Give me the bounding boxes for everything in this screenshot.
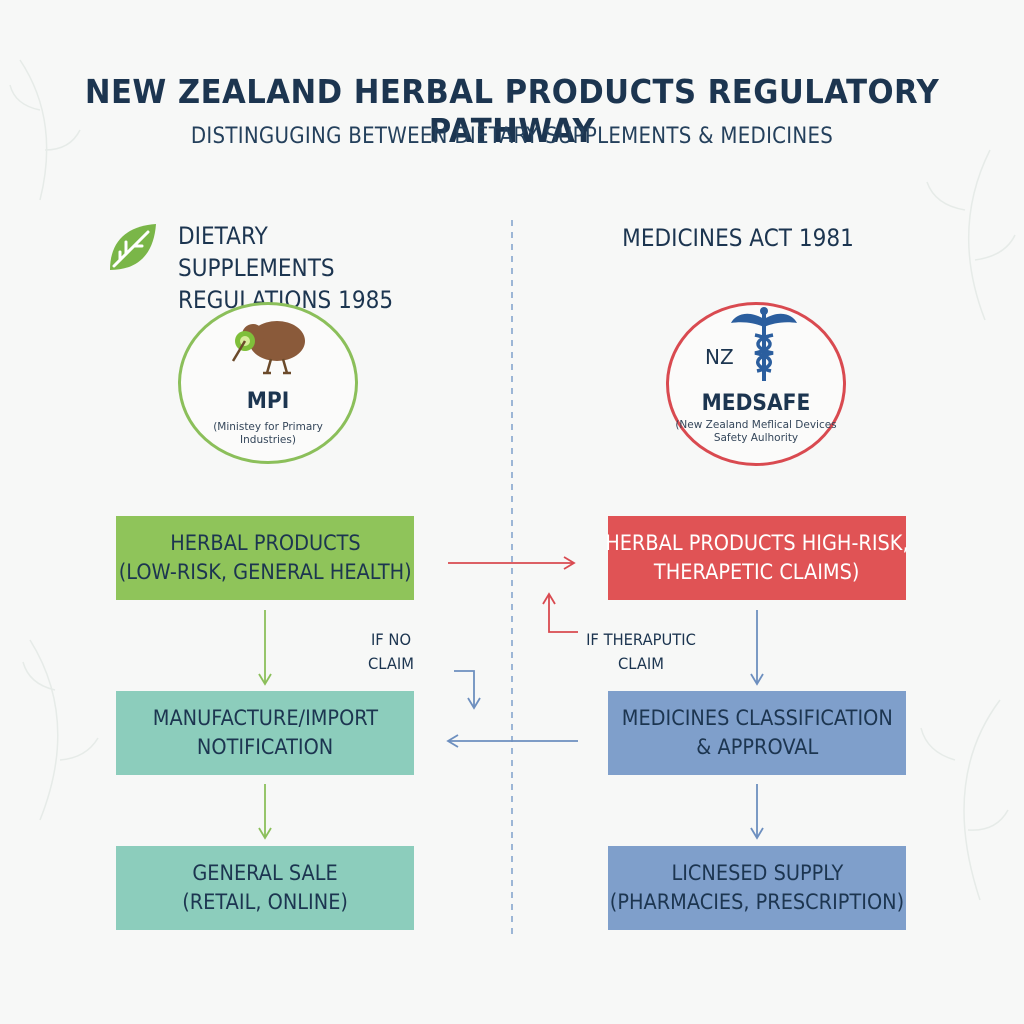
box-medicines-classification: MEDICINES CLASSIFICATION & APPROVAL	[608, 691, 906, 775]
arrow-to-high-risk	[448, 556, 576, 570]
box-herbal-low-risk-line2: (LOW-RISK, GENERAL HEALTH)	[118, 560, 412, 584]
page-subtitle: DISTINGUGING BETWEEN DIETARY SUPPLEMENTS…	[190, 124, 834, 149]
medsafe-full-line2: Safety Aulhority	[713, 432, 799, 444]
left-heading-line1: DIETARY SUPPLEMENTS	[178, 222, 335, 282]
right-column-heading: MEDICINES ACT 1981	[622, 224, 854, 252]
kiwi-bird-icon	[231, 321, 305, 375]
medsafe-badge: NZ MEDSAFE (New Zealand Meflical Devices…	[666, 302, 846, 466]
mpi-full-name: (Ministey for Primary Industries)	[181, 421, 355, 447]
leaf-icon	[110, 224, 156, 270]
box-general-sale-line1: GENERAL SALE	[192, 861, 338, 885]
box-licensed-supply-line2: (PHARMACIES, PRESCRIPTION)	[609, 890, 905, 914]
arrow-therapeutic-elbow	[542, 592, 578, 633]
arrow-left-1	[258, 610, 272, 686]
mpi-full-line2: Industries)	[240, 434, 296, 446]
box-herbal-low-risk: HERBAL PRODUCTS (LOW-RISK, GENERAL HEALT…	[116, 516, 414, 600]
medsafe-name: MEDSAFE	[701, 391, 811, 416]
page-title: NEW ZEALAND HERBAL PRODUCTS REGULATORY P…	[84, 72, 940, 150]
box-manufacture-line1: MANUFACTURE/IMPORT	[152, 706, 378, 730]
medsafe-nz-label: NZ	[705, 345, 734, 369]
box-medicines-classification-line2: & APPROVAL	[696, 735, 818, 759]
box-manufacture-notification: MANUFACTURE/IMPORT NOTIFICATION	[116, 691, 414, 775]
caduceus-icon	[731, 307, 797, 381]
box-manufacture-line2: NOTIFICATION	[196, 735, 334, 759]
box-licensed-supply-line1: LICNESED SUPPLY	[671, 861, 843, 885]
note-if-therapeutic-line2: CLAIM	[618, 654, 664, 673]
arrow-left-2	[258, 784, 272, 840]
box-herbal-low-risk-line1: HERBAL PRODUCTS	[169, 531, 361, 555]
note-if-no-claim: IF NO CLAIM	[350, 628, 433, 676]
box-general-sale: GENERAL SALE (RETAIL, ONLINE)	[116, 846, 414, 930]
note-if-therapeutic-claim: IF THERAPUTIC CLAIM	[581, 628, 701, 676]
mpi-full-line1: (Ministey for Primary	[213, 421, 323, 433]
arrow-right-1	[750, 610, 764, 686]
arrow-right-2	[750, 784, 764, 840]
box-herbal-high-risk-line1: HERBAL PRODUCTS HIGH-RISK,	[605, 531, 909, 555]
mpi-badge: MPI (Ministey for Primary Industries)	[178, 302, 358, 464]
arrow-no-claim-elbow	[454, 670, 481, 710]
mpi-name: MPI	[246, 389, 290, 414]
medsafe-full-name: (New Zealand Meflical Devices Safety Aul…	[669, 419, 843, 445]
note-if-no-claim-line2: CLAIM	[368, 654, 414, 673]
left-column-heading: DIETARY SUPPLEMENTS REGULATIONS 1985	[178, 220, 394, 316]
box-general-sale-line2: (RETAIL, ONLINE)	[182, 890, 348, 914]
arrow-to-notification	[446, 734, 578, 748]
box-medicines-classification-line1: MEDICINES CLASSIFICATION	[621, 706, 893, 730]
box-licensed-supply: LICNESED SUPPLY (PHARMACIES, PRESCRIPTIO…	[608, 846, 906, 930]
note-if-therapeutic-line1: IF THERAPUTIC	[586, 630, 696, 649]
box-herbal-high-risk: HERBAL PRODUCTS HIGH-RISK, THERAPETIC CL…	[605, 516, 909, 600]
column-divider	[511, 220, 513, 940]
box-herbal-high-risk-line2: THERAPETIC CLAIMS)	[654, 560, 860, 584]
note-if-no-claim-line1: IF NO	[370, 630, 412, 649]
medsafe-full-line1: (New Zealand Meflical Devices	[675, 419, 837, 431]
